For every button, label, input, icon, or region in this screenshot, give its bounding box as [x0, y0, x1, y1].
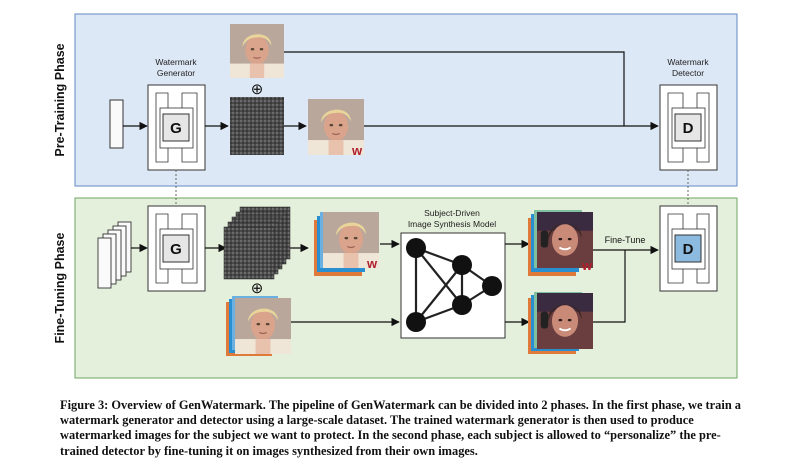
watermark-badge-synth: w [581, 258, 593, 273]
generator-letter-ft: G [170, 241, 182, 258]
original-face-image [230, 24, 284, 78]
generator-title-line2: Generator [157, 68, 195, 78]
synthesized-clean-images [528, 292, 593, 354]
watermark-noise-pattern [230, 97, 284, 155]
model-title-line1: Subject-Driven [424, 208, 480, 218]
pipeline-diagram: Pre-Training Phase Fine-Tuning Phase Wat… [53, 13, 738, 379]
generator-title-line1: Watermark [155, 57, 197, 67]
detector-title-line1: Watermark [667, 57, 709, 67]
watermarked-image: w [308, 99, 364, 158]
detector-letter-ft: D [683, 241, 694, 258]
finetuned-detector: D [659, 205, 718, 292]
detector-title-line2: Detector [672, 68, 704, 78]
finetuning-phase-label: Fine-Tuning Phase [53, 233, 67, 344]
input-vector-stack [97, 221, 132, 289]
watermark-generator-ft: G [147, 205, 206, 292]
watermark-badge-ft: w [366, 256, 378, 271]
generator-letter: G [170, 120, 182, 137]
subject-driven-synthesis-model [400, 232, 506, 339]
line-clean-output-to-detector [593, 250, 626, 323]
finetuned-detector-core [674, 234, 702, 263]
model-title-line2: Image Synthesis Model [408, 219, 496, 229]
finetune-label: Fine-Tune [605, 235, 646, 245]
watermark-generator: G [147, 84, 206, 171]
subject-images-stack [226, 296, 291, 356]
watermarked-images-stack: w [314, 212, 379, 276]
caption-text: The pipeline of GenWatermark can be divi… [60, 398, 742, 458]
input-vector [109, 99, 124, 149]
synthesized-watermarked-images: w [528, 210, 593, 276]
watermark-detector: D [659, 84, 718, 171]
detector-letter: D [683, 120, 694, 137]
figure-label: Figure 3: Overview of GenWatermark. [60, 398, 266, 412]
pretraining-phase-label: Pre-Training Phase [53, 43, 67, 156]
line-original-to-detector [284, 51, 625, 126]
plus-symbol-finetuning: ⊕ [251, 280, 264, 297]
watermark-badge: w [351, 143, 363, 158]
figure-caption: Figure 3: Overview of GenWatermark. The … [60, 398, 750, 459]
plus-symbol-pretraining: ⊕ [251, 81, 264, 98]
watermark-noise-stack [223, 206, 291, 280]
